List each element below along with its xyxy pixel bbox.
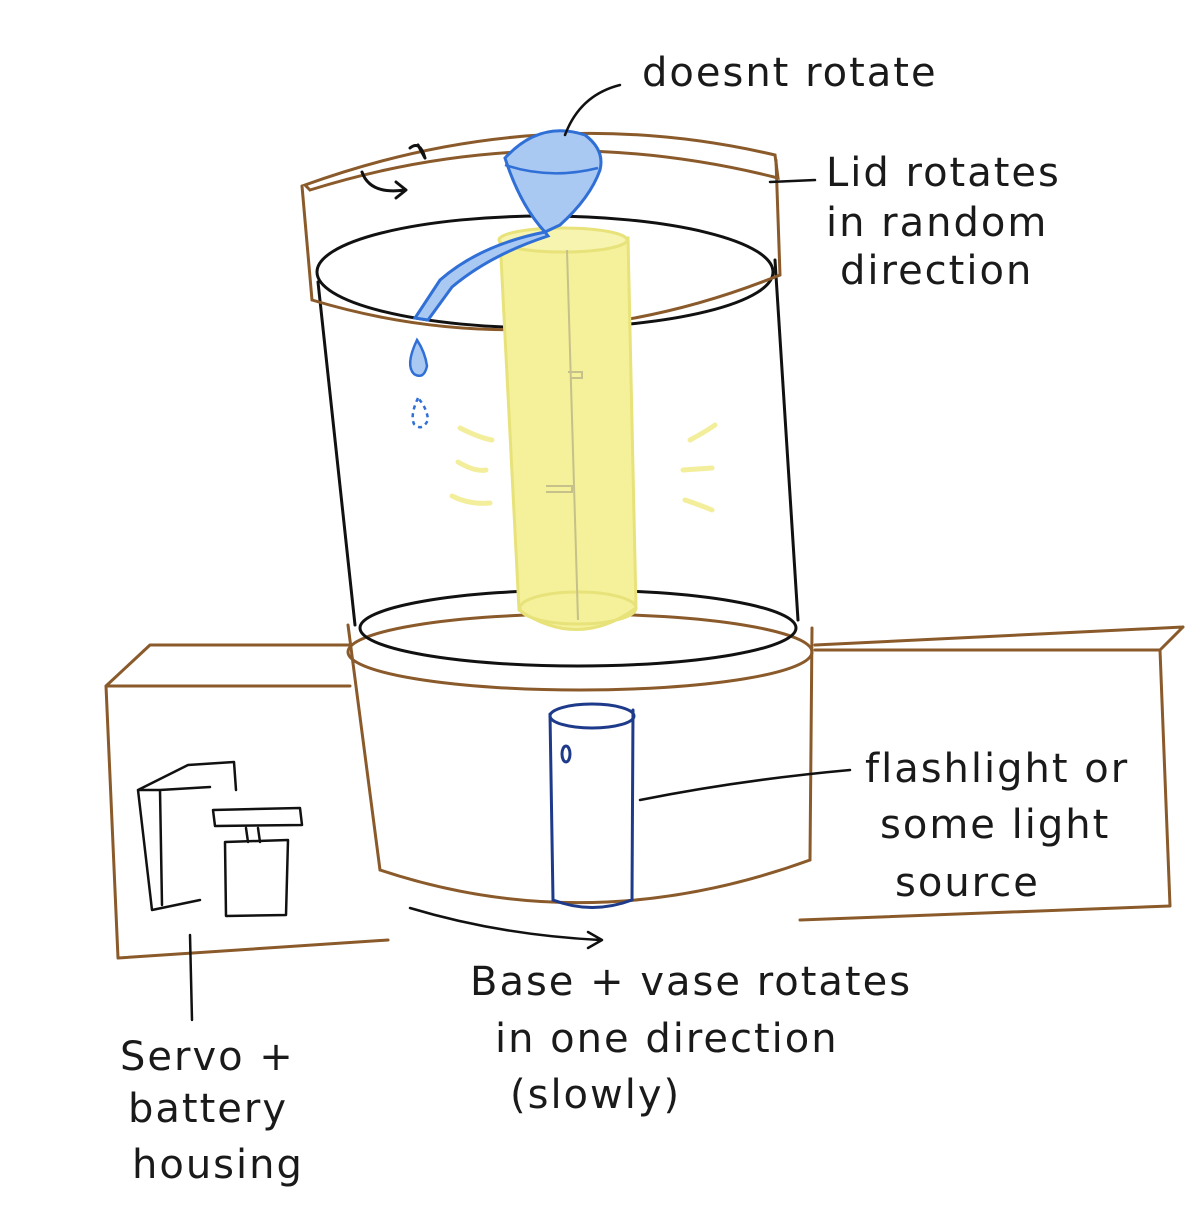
funnel-rim	[504, 163, 599, 175]
leader-lines	[188, 83, 852, 1022]
leader-funnel	[563, 83, 622, 137]
label-servo: Servo + battery housing	[120, 1034, 304, 1188]
servo-arm	[211, 806, 304, 844]
base-rotation-arrow-icon	[408, 906, 604, 950]
base-sides	[346, 623, 814, 872]
label-base: Base + vase rotates in one direction (sl…	[470, 959, 912, 1118]
lid-rotation-arrow-icon	[360, 143, 427, 200]
label-servo-line-1: Servo +	[120, 1034, 295, 1080]
servo-body	[223, 838, 290, 918]
label-base-line-1: Base + vase rotates	[470, 959, 912, 1005]
leader-lid	[768, 178, 817, 184]
glow-lines	[449, 422, 718, 513]
base-bottom-curve	[378, 858, 812, 905]
label-base-line-3: (slowly)	[510, 1072, 681, 1118]
funnel	[408, 129, 603, 429]
label-flashlight-line-2: some light	[880, 802, 1110, 848]
vase-sides	[316, 258, 800, 627]
housing-box-right	[798, 625, 1185, 922]
flashlight-top	[548, 702, 636, 730]
housing-box	[104, 625, 1185, 960]
light-column-stem	[546, 249, 583, 621]
label-servo-line-3: housing	[132, 1142, 304, 1188]
label-lid-line-3: direction	[840, 248, 1033, 294]
label-flashlight-line-3: source	[895, 860, 1040, 906]
light-column	[497, 226, 638, 631]
drip-tube	[412, 230, 551, 322]
label-lid-line-2: in random	[826, 200, 1048, 246]
label-lid-line-1: Lid rotates	[826, 150, 1061, 196]
label-flashlight: flashlight or some light source	[865, 746, 1129, 906]
water-drop-icon	[408, 337, 429, 377]
leader-servo	[188, 933, 194, 1022]
flashlight-switch	[560, 744, 572, 764]
flashlight-body	[548, 708, 635, 909]
label-flashlight-line-1: flashlight or	[865, 746, 1129, 792]
leader-flashlight	[638, 768, 852, 802]
lid-sides	[300, 158, 782, 302]
battery	[136, 760, 238, 912]
label-servo-line-2: battery	[128, 1086, 288, 1132]
flashlight	[548, 702, 636, 909]
label-base-line-2: in one direction	[495, 1016, 839, 1062]
funnel-body	[503, 129, 603, 234]
label-doesnt-rotate: doesnt rotate	[642, 50, 938, 96]
label-lid: Lid rotates in random direction	[826, 150, 1061, 294]
housing-box-left	[104, 643, 390, 960]
servo-battery	[136, 760, 304, 918]
rotating-base	[346, 612, 814, 905]
dashed-drop-icon	[411, 395, 430, 429]
